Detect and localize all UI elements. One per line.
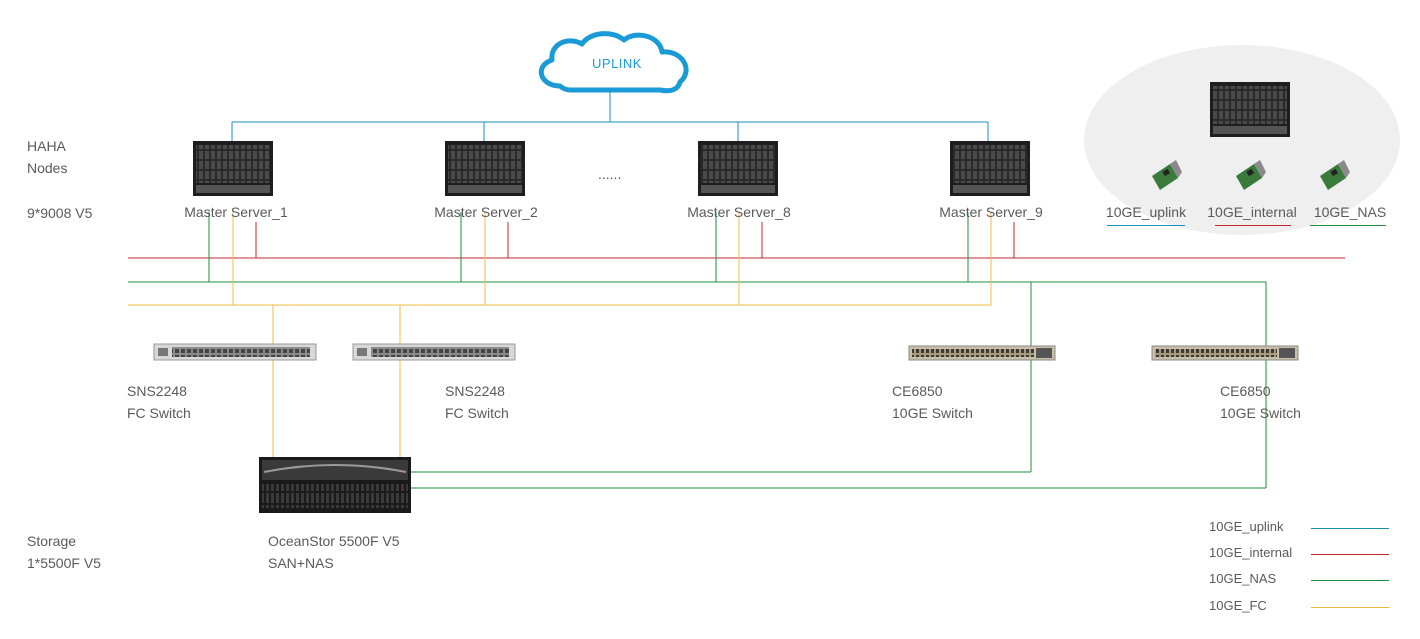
uplink-cloud-label: UPLINK [592,56,642,71]
nodes-group-label: HAHA Nodes [27,135,67,179]
storage-icon [259,457,411,513]
switch-label-fc-1: SNS2248 FC Switch [127,380,191,424]
storage-device-label: OceanStor 5500F V5 SAN+NAS [268,530,400,574]
switch-label-ce-2: CE6850 10GE Switch [1220,380,1301,424]
legend-label: 10GE_FC [1209,598,1267,613]
legend-swatch [1311,528,1389,529]
nic-line-uplink [1107,225,1185,226]
legend-row-fc: 10GE_FC [1209,598,1389,618]
ce-switch-icon-1 [908,345,1056,361]
legend-row-uplink: 10GE_uplink [1209,519,1389,539]
switch-label-fc-2: SNS2248 FC Switch [445,380,509,424]
legend-swatch [1311,607,1389,608]
switch-model: CE6850 [892,383,943,399]
switch-type: FC Switch [127,405,191,421]
nic-label-uplink: 10GE_uplink [1105,204,1187,220]
nic-card-icon-uplink [1152,160,1182,190]
ce-switch-icon-2 [1151,345,1299,361]
internal-lines [128,222,1345,259]
legend-label: 10GE_internal [1209,545,1293,560]
switch-type: FC Switch [445,405,509,421]
nic-card-icon-nas [1320,160,1350,190]
switch-type: 10GE Switch [892,405,973,421]
switch-model: SNS2248 [445,383,505,399]
switch-label-ce-1: CE6850 10GE Switch [892,380,973,424]
legend-row-nas: 10GE_NAS [1209,571,1389,591]
nodes-label-line2: Nodes [27,160,68,176]
fc-switch-icon-1 [153,343,317,361]
legend-server-icon [1210,82,1290,137]
nodes-model-label: 9*9008 V5 [27,205,93,221]
storage-type: SAN+NAS [268,555,334,571]
nas-lines [128,212,1267,489]
server-label-2: Master Server_2 [434,204,538,220]
legend-label: 10GE_NAS [1209,571,1277,586]
server-label-1: Master Server_1 [184,204,288,220]
fc-switch-icon-2 [352,343,516,361]
nic-line-nas [1310,225,1386,226]
fc-lines [128,212,992,458]
switch-model: CE6850 [1220,383,1271,399]
storage-label-line1: Storage [27,533,77,549]
switch-model: SNS2248 [127,383,187,399]
nic-label-nas: 10GE_NAS [1313,204,1387,220]
uplink-lines [231,90,989,142]
server-icon-1 [193,141,273,196]
server-label-8: Master Server_8 [687,204,791,220]
storage-model: OceanStor 5500F V5 [268,533,400,549]
storage-label-line2: 1*5500F V5 [27,555,101,571]
legend-row-internal: 10GE_internal [1209,545,1389,565]
nodes-label-line1: HAHA [27,138,66,154]
server-icon-9 [950,141,1030,196]
nic-line-internal [1215,225,1291,226]
legend-swatch [1311,580,1389,581]
uplink-cloud-icon [538,31,689,94]
nic-label-internal: 10GE_internal [1207,204,1297,220]
server-icon-8 [698,141,778,196]
switch-type: 10GE Switch [1220,405,1301,421]
nic-card-icon-internal [1236,160,1266,190]
server-ellipsis: ...... [598,166,622,182]
legend-swatch [1311,554,1389,555]
server-label-9: Master Server_9 [939,204,1043,220]
storage-group-label: Storage 1*5500F V5 [27,530,101,574]
server-icon-2 [445,141,525,196]
legend-label: 10GE_uplink [1209,519,1284,534]
